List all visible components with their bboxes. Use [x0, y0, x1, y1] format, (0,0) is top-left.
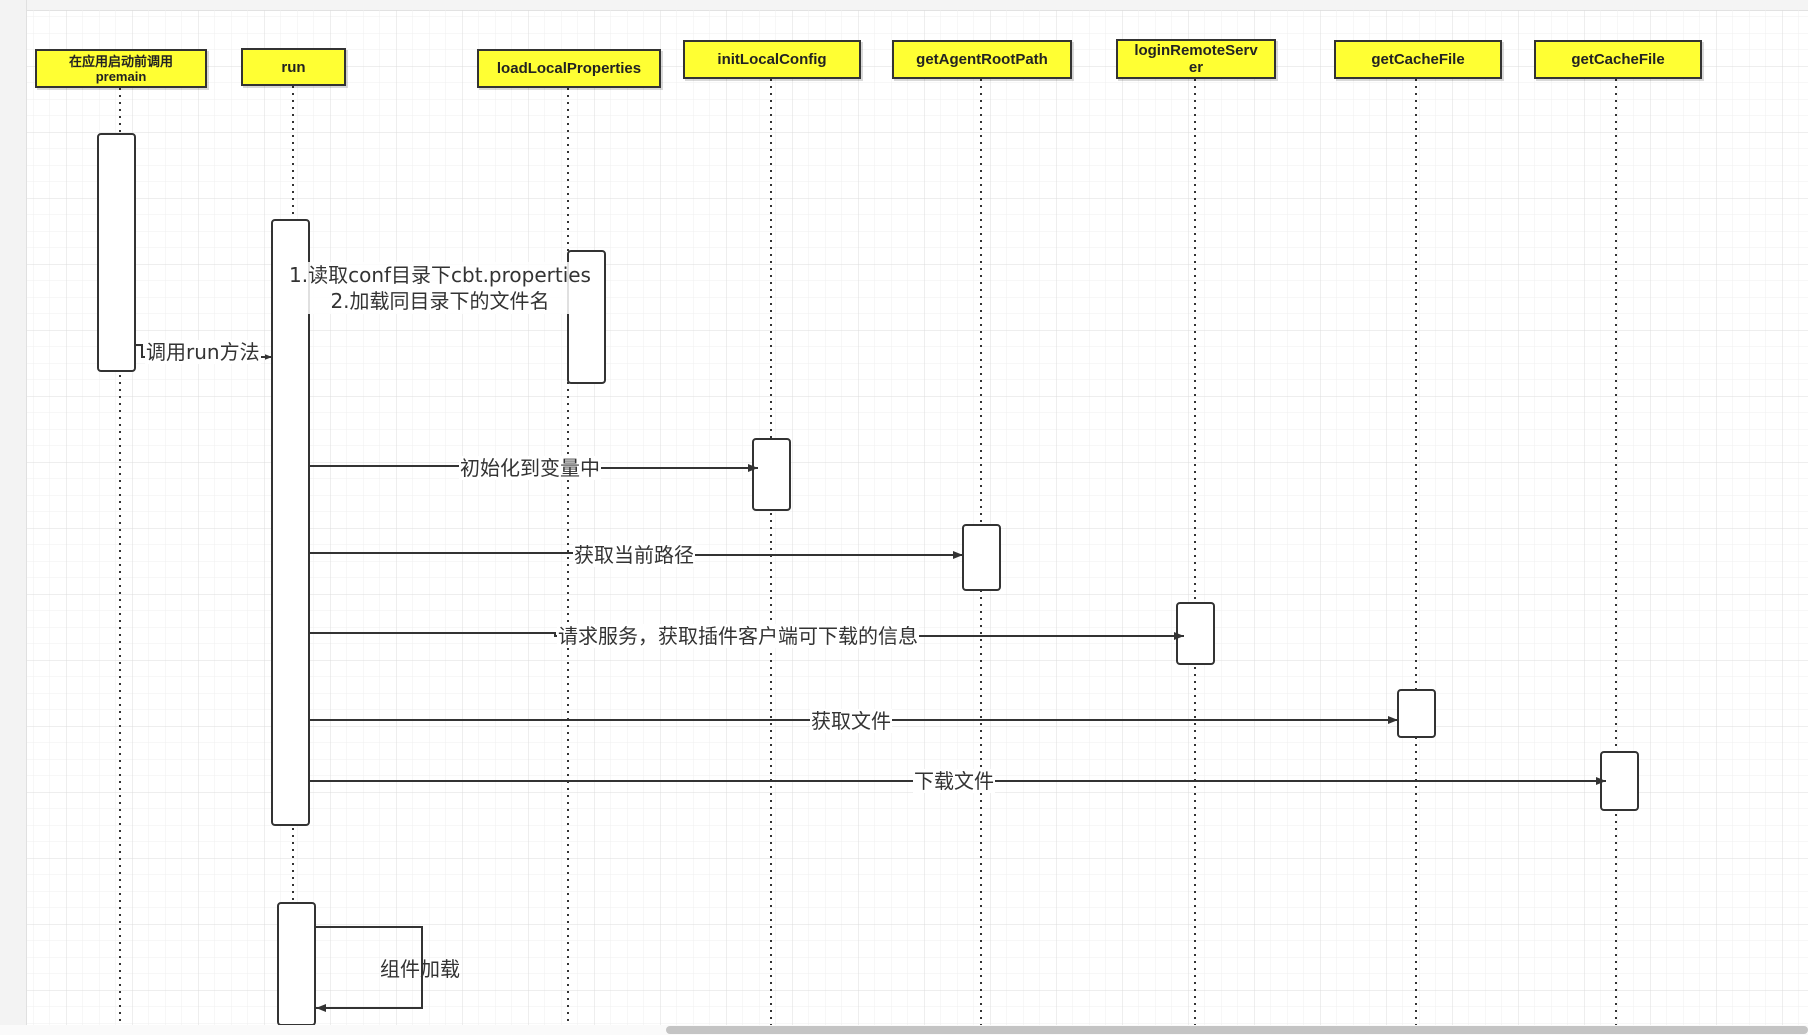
lifeline-label: getCacheFile: [1571, 51, 1665, 68]
lifeline-header-run[interactable]: run: [241, 48, 346, 86]
message-label-call-run[interactable]: 调用run方法: [145, 340, 261, 364]
note-load-properties[interactable]: 1.读取conf目录下cbt.properties 2.加载同目录下的文件名: [280, 262, 600, 314]
activation-run-main[interactable]: [271, 219, 310, 826]
note-line-2: 2.加载同目录下的文件名: [330, 289, 550, 313]
message-label-get-file[interactable]: 获取文件: [810, 709, 892, 733]
message-label-download-file[interactable]: 下载文件: [913, 769, 995, 793]
message-label-init-vars[interactable]: 初始化到变量中: [459, 456, 601, 480]
activation-getCacheFile-2[interactable]: [1600, 751, 1639, 811]
lifeline-label: loadLocalProperties: [496, 60, 642, 77]
activation-loginRemoteServer[interactable]: [1176, 602, 1215, 665]
activation-run-second[interactable]: [277, 902, 316, 1026]
activation-getCacheFile-1[interactable]: [1397, 689, 1436, 738]
lifeline-header-loadLocalProperties[interactable]: loadLocalProperties: [477, 49, 661, 88]
lifeline-header-initLocalConfig[interactable]: initLocalConfig: [683, 40, 861, 79]
horizontal-scrollbar-thumb[interactable]: [666, 1026, 1808, 1034]
lifeline-label: premain: [95, 68, 147, 84]
left-ruler-strip: [0, 0, 27, 1035]
note-line-1: 1.读取conf目录下cbt.properties: [289, 263, 591, 287]
activation-initLocalConfig[interactable]: [752, 438, 791, 511]
message-label-get-path[interactable]: 获取当前路径: [573, 543, 695, 567]
lifeline-label: er: [1188, 59, 1204, 76]
lifeline-header-getCacheFile-1[interactable]: getCacheFile: [1334, 40, 1502, 79]
arrow-load-components[interactable]: [315, 926, 423, 1012]
lifeline-label: 在应用启动前调用: [68, 53, 173, 69]
lifeline-header-getAgentRootPath[interactable]: getAgentRootPath: [892, 40, 1072, 79]
activation-getAgentRootPath[interactable]: [962, 524, 1001, 591]
lifeline-label: initLocalConfig: [717, 51, 827, 68]
lifeline-label: getAgentRootPath: [916, 51, 1048, 68]
lifeline-label: run: [281, 58, 306, 76]
grid-background: [27, 10, 1808, 1025]
activation-premain[interactable]: [97, 133, 136, 372]
lifeline-header-getCacheFile-2[interactable]: getCacheFile: [1534, 40, 1702, 79]
lifeline-label: getCacheFile: [1371, 51, 1465, 68]
lifeline-label: loginRemoteServ: [1134, 42, 1258, 59]
message-label-load-components[interactable]: 组件加载: [380, 957, 460, 981]
message-label-request-service[interactable]: 请求服务，获取插件客户端可下载的信息: [557, 624, 919, 648]
